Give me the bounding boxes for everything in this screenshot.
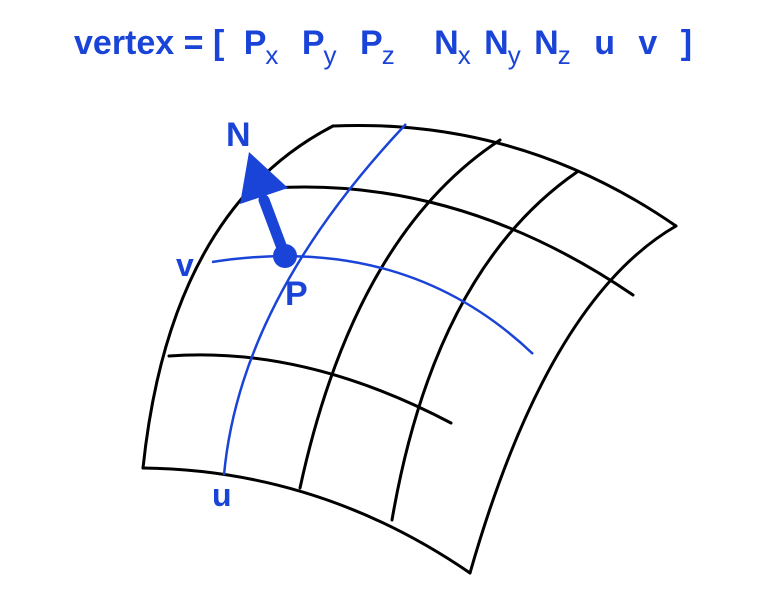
normal-label: N [226,116,251,154]
normal-arrowhead [240,152,288,204]
formula-component-py: Py [302,18,337,70]
component-base: P [243,24,267,62]
formula-component-nx: Nx [434,18,471,70]
formula-component-pz: Pz [360,18,395,70]
u-curve [222,123,407,476]
surface-mesh [141,123,678,575]
u-label: u [212,477,232,513]
mesh-row-3 [167,353,453,425]
formula-component-px: Px [244,18,279,70]
mesh-col-3 [390,170,579,522]
component-subscript: z [557,40,571,70]
component-subscript: x [457,40,471,70]
component-base: v [638,24,658,62]
vertex-formula: vertex = [ Px Py Pz Nx Ny Nz u v ] [74,18,692,70]
component-base: N [484,24,509,62]
mesh-row-bottom [141,466,472,575]
formula-component-ny: Ny [484,18,521,70]
component-subscript: x [265,40,279,70]
formula-prefix: vertex = [ [74,24,225,62]
formula-component-v: v [638,18,657,68]
uv-curves [211,123,534,476]
v-curve [211,254,534,355]
mesh-col-2 [298,138,502,490]
component-base: P [301,24,325,62]
point-label: P [285,275,308,313]
component-base: u [594,24,615,62]
component-base: N [434,24,459,62]
v-label: v [176,247,194,283]
component-base: N [534,24,559,62]
formula-component-u: u [594,18,615,68]
component-subscript: y [323,40,337,70]
component-base: P [360,24,383,62]
mesh-col-left [141,124,335,470]
component-subscript: y [507,40,521,70]
mesh-row-2 [271,185,635,297]
mesh-row-top [331,123,678,228]
point-p-marker [273,244,297,268]
component-subscript: z [381,40,395,70]
formula-component-nz: Nz [534,18,571,70]
normal-vector [240,152,291,262]
mesh-col-right [468,224,678,575]
formula-suffix: ] [680,24,693,62]
